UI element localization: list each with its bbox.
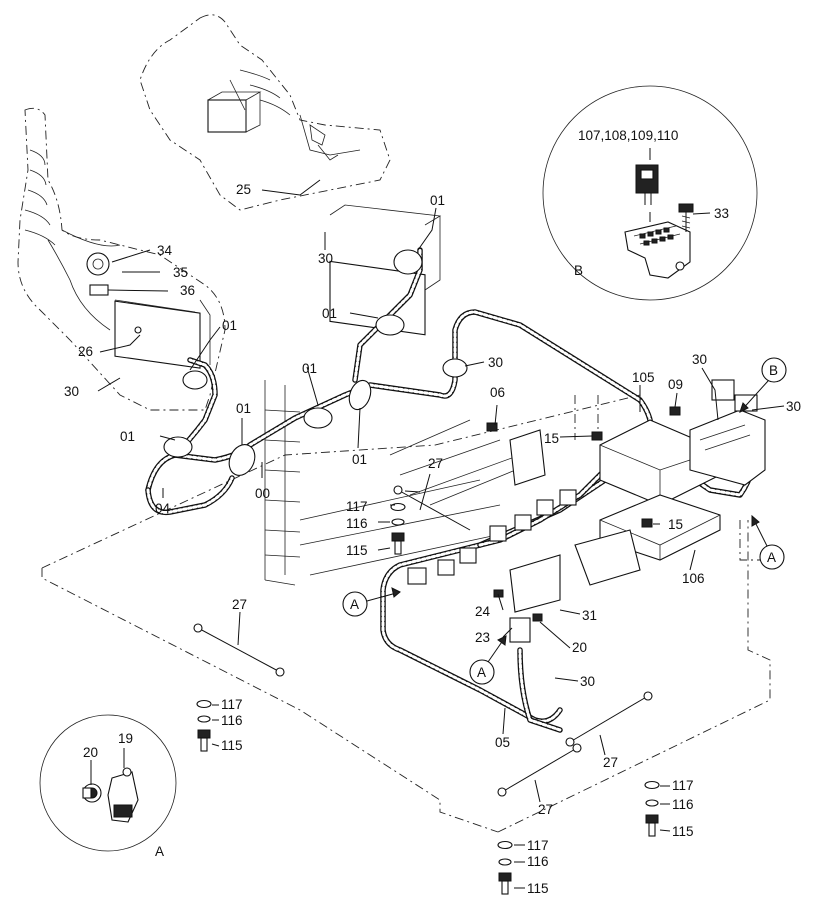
- leader-lines: [97, 179, 785, 889]
- label-a-right: A: [767, 550, 776, 565]
- label-20: 20: [572, 640, 587, 655]
- bolt-icon: [678, 203, 694, 232]
- label-27-left: 27: [232, 597, 247, 612]
- label-01-a: 01: [302, 361, 317, 376]
- label-a-left: A: [350, 597, 359, 612]
- label-115-d: 115: [527, 881, 549, 896]
- bolt-icon: [197, 406, 681, 895]
- label-106: 106: [682, 571, 705, 586]
- label-00: 00: [255, 486, 270, 501]
- label-15-b: 15: [668, 517, 683, 532]
- label-a-inset: A: [155, 844, 164, 859]
- label-04: 04: [155, 501, 171, 516]
- label-a-bottom: A: [477, 665, 486, 680]
- label-05: 05: [495, 735, 510, 750]
- label-117-c: 117: [672, 778, 694, 793]
- label-26: 26: [78, 344, 93, 359]
- label-fuse-set: 107,108,109,110: [578, 128, 678, 143]
- label-35: 35: [173, 265, 188, 280]
- label-30-center: 30: [488, 355, 503, 370]
- label-01-mid: 01: [322, 306, 337, 321]
- fuse-box-b: [689, 379, 766, 486]
- junction-box: [509, 429, 641, 613]
- label-30-right-top: 30: [692, 352, 707, 367]
- label-115-a: 115: [346, 543, 368, 558]
- label-116-c: 116: [672, 797, 694, 812]
- label-30-left: 30: [64, 384, 79, 399]
- label-31: 31: [582, 608, 597, 623]
- label-b-inset: B: [574, 263, 583, 278]
- label-33: 33: [714, 206, 729, 221]
- label-116-b: 116: [221, 713, 243, 728]
- clamp-icon: [163, 249, 468, 476]
- callout-a-right: [751, 514, 785, 570]
- label-09: 09: [668, 377, 683, 392]
- label-24: 24: [475, 604, 491, 619]
- label-27-bottom: 27: [538, 802, 553, 817]
- label-30-right: 30: [786, 399, 801, 414]
- label-01-d: 01: [352, 452, 367, 467]
- callout-b-main: [739, 357, 787, 413]
- label-25: 25: [236, 182, 251, 197]
- label-b-main: B: [769, 363, 778, 378]
- label-117-d: 117: [527, 838, 549, 853]
- part-labels: 107,108,109,110 33 B 34 35 36 25 30 01 0…: [64, 128, 801, 896]
- upper-console: [139, 14, 442, 336]
- label-117-a: 117: [346, 499, 368, 514]
- label-117-b: 117: [221, 697, 243, 712]
- label-116-a: 116: [346, 516, 368, 531]
- label-27-center: 27: [428, 456, 443, 471]
- label-105: 105: [632, 370, 655, 385]
- callout-a-left: [342, 587, 401, 617]
- label-23: 23: [475, 630, 490, 645]
- label-15-a: 15: [544, 431, 559, 446]
- label-115-c: 115: [672, 824, 694, 839]
- label-36: 36: [180, 283, 195, 298]
- label-01-upper: 01: [430, 193, 445, 208]
- label-01-console: 01: [222, 318, 237, 333]
- label-30-bottom: 30: [580, 674, 595, 689]
- ground-strap-27: [193, 485, 653, 797]
- callout-a-bottom: [469, 635, 507, 685]
- label-06: 06: [490, 385, 505, 400]
- cab-floor-outline: [41, 380, 771, 833]
- label-20-inset: 20: [83, 745, 98, 760]
- detail-b-inset: [542, 85, 758, 301]
- label-30-upper: 30: [318, 251, 333, 266]
- left-console: [17, 107, 226, 411]
- detail-a-inset: [39, 714, 177, 852]
- label-116-d: 116: [527, 854, 549, 869]
- label-19-inset: 19: [118, 731, 133, 746]
- relay-icon: [407, 489, 577, 643]
- label-01-c: 01: [120, 429, 135, 444]
- label-115-b: 115: [221, 738, 243, 753]
- label-27-right: 27: [603, 755, 618, 770]
- label-01-b: 01: [236, 401, 251, 416]
- label-34: 34: [157, 243, 173, 258]
